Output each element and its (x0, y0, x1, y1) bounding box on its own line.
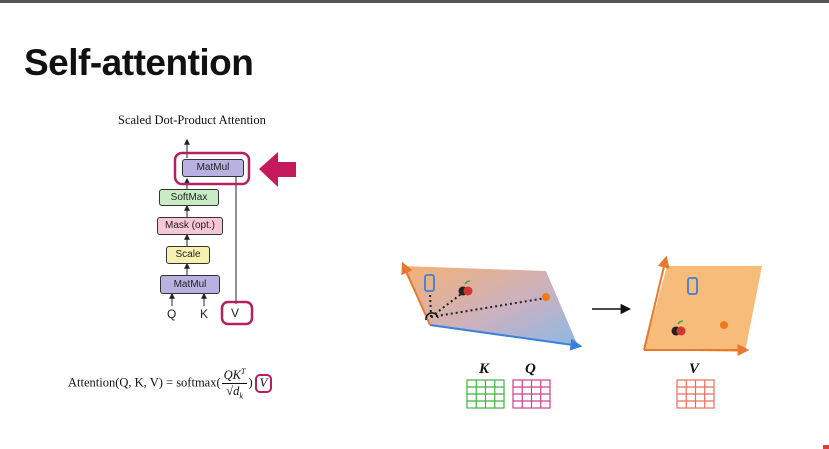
attention-formula: Attention(Q, K, V) = softmax(QKT√dk)V (68, 367, 273, 401)
formula-fraction: QKT√dk (221, 367, 248, 401)
phone-icon (424, 274, 435, 292)
formula-denominator: √d (226, 384, 240, 399)
kq-axis-vertical (401, 261, 431, 326)
orange-icon-v (720, 321, 728, 329)
matmul-highlight (173, 151, 251, 186)
formula-close: ) (248, 375, 253, 390)
q-matrix-label: Q (525, 361, 536, 377)
v-highlight (220, 300, 254, 326)
formula-numerator: QK (223, 368, 242, 383)
input-k: K (200, 307, 209, 321)
softmax-block: SoftMax (159, 189, 219, 206)
dot-line-phone (429, 291, 432, 318)
orange-icon (542, 293, 550, 301)
input-q: Q (167, 307, 177, 321)
formula-v: V (254, 373, 273, 393)
formula-denominator-sub: k (239, 391, 243, 401)
q-matrix-grid (512, 379, 551, 409)
scale-block: Scale (166, 246, 210, 264)
dot-line-apple (430, 290, 466, 318)
formula-lhs: Attention(Q, K, V) = softmax( (68, 375, 221, 390)
k-matrix-label: K (479, 361, 490, 377)
v-matrix-label: V (689, 361, 700, 377)
top-bar (0, 0, 829, 3)
slide-title: Self-attention (24, 42, 254, 83)
matmul-top-block: MatMul (182, 159, 244, 177)
diagram-title: Scaled Dot-Product Attention (118, 113, 266, 127)
k-matrix-grid (466, 379, 505, 409)
page-marker (823, 445, 829, 449)
kq-axis-horizontal (429, 324, 583, 351)
pointer-arrow (259, 152, 296, 187)
phone-icon-v (687, 277, 698, 295)
v-matrix-grid (676, 379, 715, 409)
apple-icon (458, 280, 473, 296)
v-axis-vertical (643, 255, 670, 351)
mask-block: Mask (opt.) (157, 217, 223, 235)
input-v: V (231, 306, 240, 320)
angle-arc (425, 312, 439, 321)
apple-icon-v (671, 320, 686, 336)
kq-plane (402, 266, 578, 346)
formula-numerator-sup: T (241, 367, 246, 376)
matmul-bottom-block: MatMul (160, 275, 220, 294)
